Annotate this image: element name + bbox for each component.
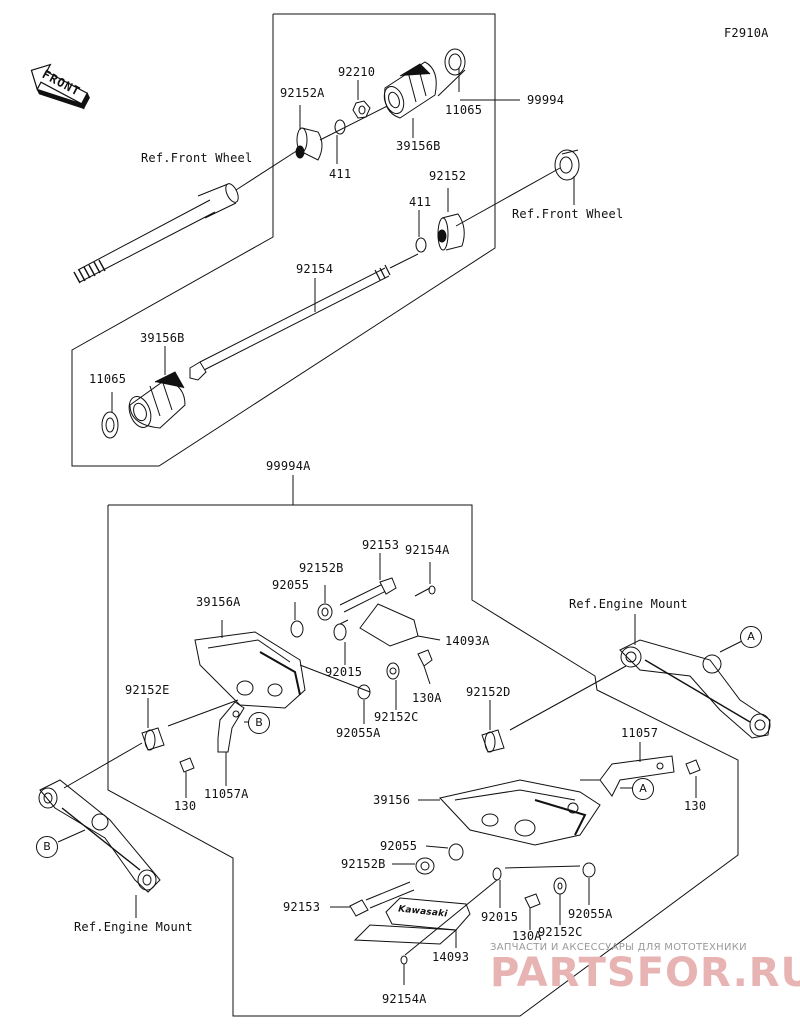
- ref-engine-mount-right: Ref.Engine Mount: [569, 597, 688, 611]
- ring-92055-top: [290, 620, 304, 638]
- callout-b-bottom: B: [36, 836, 58, 858]
- part-92152C-bottom: 92152C: [538, 925, 583, 939]
- part-92152B-top: 92152B: [299, 561, 344, 575]
- engine-mount-left: [38, 779, 161, 893]
- callout-a-top: A: [740, 626, 762, 648]
- bracket-11057: [599, 755, 675, 797]
- collar-92015-top: [333, 619, 349, 641]
- slider-39156B-bottom: [128, 371, 186, 429]
- plate-14093A: [359, 603, 441, 647]
- front-axle: [73, 183, 239, 284]
- part-411-top: 411: [329, 167, 352, 181]
- part-39156B-bottom: 39156B: [140, 331, 185, 345]
- bearing-right: [554, 149, 580, 181]
- part-99994: 99994: [527, 93, 565, 107]
- bolt-130-right: [685, 759, 701, 775]
- part-92153-top: 92153: [362, 538, 400, 552]
- part-92152C-top: 92152C: [374, 710, 419, 724]
- bracket-11057A: [217, 701, 245, 753]
- group-outline-99994A: [107, 504, 739, 1017]
- nut-92210: [352, 100, 371, 119]
- callout-b-left: B: [248, 712, 270, 734]
- part-11065-bottom: 11065: [89, 372, 127, 386]
- part-92015-top: 92015: [325, 665, 363, 679]
- ring-92055-bottom: [448, 843, 464, 861]
- ring-92055A-bottom: [582, 862, 596, 878]
- collar-92152C-bottom: [553, 877, 567, 895]
- collar-92152: [437, 213, 465, 251]
- part-92055A-bottom: 92055A: [568, 907, 613, 921]
- part-92154: 92154: [296, 262, 334, 276]
- collar-92152A: [295, 127, 323, 161]
- part-411-mid: 411: [409, 195, 432, 209]
- callout-a-bottom: A: [632, 778, 654, 800]
- cap-11065-top: [444, 48, 466, 76]
- part-11065-top: 11065: [445, 103, 483, 117]
- part-11057: 11057: [621, 726, 659, 740]
- engine-mount-right: [619, 639, 771, 739]
- ref-engine-mount-left: Ref.Engine Mount: [74, 920, 193, 934]
- part-11057A: 11057A: [204, 787, 249, 801]
- bolt-92153-bottom: [349, 881, 415, 917]
- slider-39156A: [194, 631, 306, 709]
- part-39156: 39156: [373, 793, 411, 807]
- collar-92152D: [481, 729, 505, 753]
- part-130A-top: 130A: [412, 691, 442, 705]
- part-92152A: 92152A: [280, 86, 325, 100]
- ring-92055A-top: [357, 684, 371, 700]
- collar-92015-bottom: [492, 867, 502, 881]
- collar-92152E: [141, 727, 165, 751]
- part-92055-top: 92055: [272, 578, 310, 592]
- part-92154A-top: 92154A: [405, 543, 450, 557]
- part-92210: 92210: [338, 65, 376, 79]
- bolt-130A-top: [417, 649, 433, 685]
- part-92152E: 92152E: [125, 683, 170, 697]
- screw-92154A-bottom: [400, 955, 408, 985]
- part-92154A-bottom: 92154A: [382, 992, 427, 1006]
- part-92152: 92152: [429, 169, 467, 183]
- part-39156B-top: 39156B: [396, 139, 441, 153]
- watermark-logo: PARTSFOR.RU: [490, 950, 800, 996]
- collar-92152B-top: [317, 603, 333, 621]
- front-arrow-icon: [30, 63, 90, 110]
- part-130A-bottom: 130A: [512, 929, 542, 943]
- slider-39156B-top: [383, 61, 437, 119]
- part-92153-bottom: 92153: [283, 900, 321, 914]
- part-92152D: 92152D: [466, 685, 511, 699]
- part-14093: 14093: [432, 950, 470, 964]
- ref-front-wheel-right: Ref.Front Wheel: [512, 207, 624, 221]
- part-99994A: 99994A: [266, 459, 311, 473]
- cap-11065-bottom: [101, 411, 119, 439]
- slider-39156: [439, 779, 601, 846]
- part-14093A: 14093A: [445, 634, 490, 648]
- figure-code: F2910A: [724, 26, 769, 40]
- bolt-130A-bottom: [524, 893, 541, 930]
- part-92055-bottom: 92055: [380, 839, 418, 853]
- screw-92154A-top: [414, 585, 436, 597]
- group-outline-99994: [71, 13, 496, 467]
- part-92015-bottom: 92015: [481, 910, 519, 924]
- part-130-left: 130: [174, 799, 197, 813]
- washer-411-mid: [415, 237, 427, 253]
- part-92152B-bottom: 92152B: [341, 857, 386, 871]
- bolt-92154: [189, 264, 391, 381]
- bolt-130-left: [179, 757, 195, 773]
- part-130-right: 130: [684, 799, 707, 813]
- collar-92152B-bottom: [415, 857, 435, 875]
- ref-front-wheel-left: Ref.Front Wheel: [141, 151, 253, 165]
- part-92055A-top: 92055A: [336, 726, 381, 740]
- washer-411-top: [334, 119, 346, 135]
- bolt-92153-top: [339, 577, 397, 613]
- watermark-tagline: ЗАПЧАСТИ И АКСЕССУАРЫ ДЛЯ МОТОТЕХНИКИ: [490, 942, 747, 953]
- collar-92152C-top: [386, 662, 400, 680]
- part-39156A: 39156A: [196, 595, 241, 609]
